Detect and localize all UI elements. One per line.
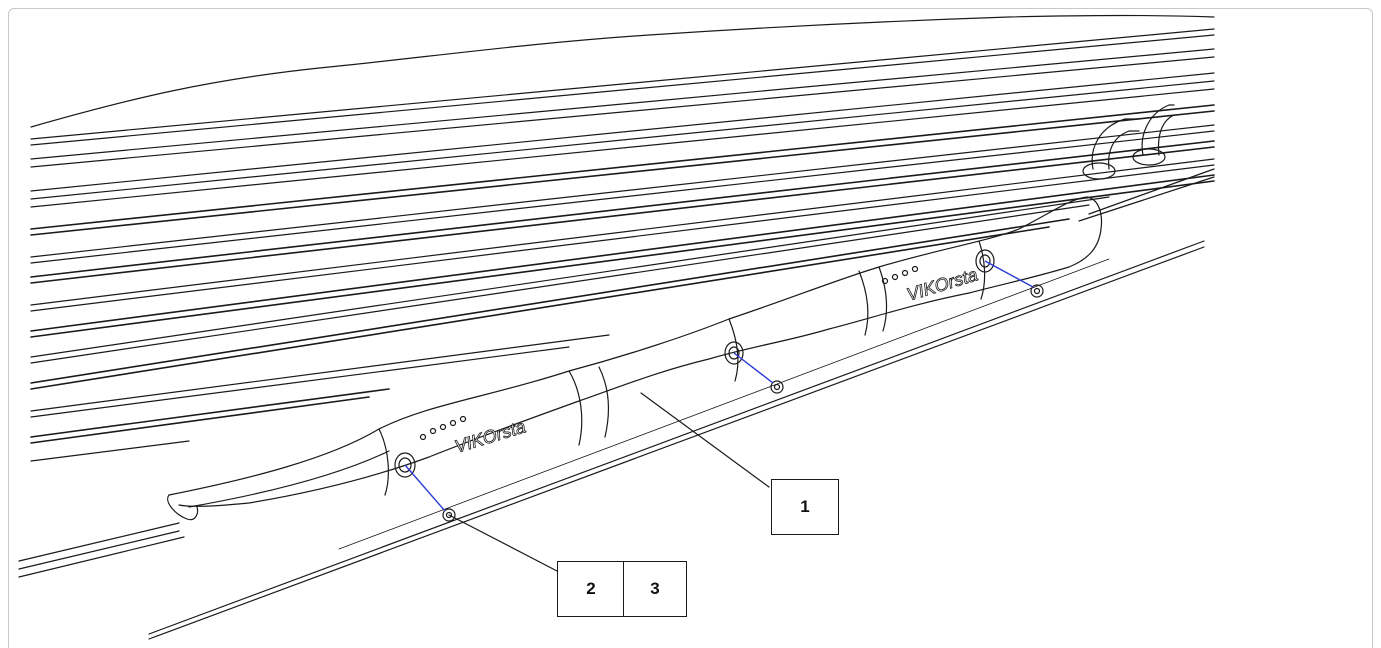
- slat-line: [30, 56, 1215, 168]
- callout-part-1: 1: [771, 479, 839, 535]
- dot: [891, 273, 899, 281]
- panel-top-edge: [30, 14, 1215, 128]
- pipe-connector: [1141, 104, 1175, 156]
- dot: [901, 269, 909, 277]
- slat-line: [30, 110, 1215, 236]
- slat-line: [30, 346, 570, 418]
- pipe-connector: [1108, 130, 1140, 170]
- slat-line: [30, 204, 1090, 364]
- pipe-flange: [1132, 148, 1166, 166]
- dot: [881, 277, 889, 285]
- handle-ridge: [188, 450, 390, 508]
- rail-line: [18, 522, 180, 562]
- diagram-frame: VIKOrsta VIKOrsta 1 2 3: [8, 8, 1373, 648]
- slat-line: [30, 80, 1215, 200]
- mounting-hole: [728, 346, 740, 360]
- handle-segment: [568, 370, 583, 446]
- screw-axis-line: [984, 260, 1034, 288]
- slat-line: [30, 130, 1215, 264]
- handle-end: [167, 494, 199, 521]
- handle-segment: [878, 266, 888, 332]
- handle-segment: [378, 428, 389, 496]
- handle-segment: [858, 270, 869, 336]
- slat-line: [30, 226, 1050, 390]
- slat-line: [30, 164, 1215, 312]
- slat-line: [30, 174, 1215, 332]
- dot: [419, 433, 427, 441]
- rail-line: [338, 258, 1110, 550]
- screw: [770, 380, 784, 394]
- pipe-connector: [1157, 114, 1175, 156]
- rail-line: [148, 240, 1205, 635]
- slat-line: [30, 180, 1215, 338]
- dot: [439, 423, 447, 431]
- rail-line: [18, 530, 180, 570]
- slat-line: [30, 440, 190, 462]
- slat-line: [30, 196, 1110, 358]
- rail-line: [1078, 176, 1215, 222]
- slat-line: [30, 146, 1215, 284]
- callout-part-3: 3: [623, 561, 687, 617]
- slat-line: [30, 124, 1215, 258]
- mounting-hole: [979, 254, 991, 268]
- mounting-hole: [394, 452, 416, 478]
- assembly-drawing: VIKOrsta VIKOrsta: [18, 14, 1215, 640]
- leader-line-1: [640, 392, 770, 488]
- slat-line: [30, 48, 1215, 160]
- dot: [911, 265, 919, 273]
- slat-line: [30, 140, 1215, 278]
- slat-line: [30, 396, 370, 444]
- mounting-hole: [975, 249, 995, 273]
- slat-line: [30, 104, 1215, 230]
- slat-line: [30, 388, 390, 438]
- slat-line: [30, 28, 1215, 140]
- leader-line-2-3: [448, 514, 558, 572]
- screw: [442, 508, 456, 522]
- slat-line: [30, 158, 1215, 306]
- handle-body: [168, 196, 1103, 507]
- slat-line: [30, 334, 610, 412]
- slat-line: [30, 218, 1070, 384]
- dot: [429, 427, 437, 435]
- mounting-hole: [398, 457, 412, 473]
- callout-part-2: 2: [557, 561, 625, 617]
- dot: [459, 415, 467, 423]
- mounting-hole: [724, 341, 744, 365]
- brand-marking: VIKOrsta: [452, 416, 528, 456]
- handle-segment: [598, 366, 609, 438]
- pipe-connector: [1091, 118, 1140, 170]
- rail-line: [1088, 168, 1215, 215]
- screw: [1030, 284, 1044, 298]
- slat-line: [30, 88, 1215, 208]
- slat-line: [30, 72, 1215, 192]
- handle-segment: [728, 318, 739, 382]
- screw-axis-line: [733, 352, 774, 384]
- pipe-flange: [1082, 162, 1116, 180]
- rail-line: [148, 246, 1205, 640]
- slat-line: [30, 34, 1215, 146]
- screw-axis-line: [404, 464, 446, 512]
- handle-segment: [978, 240, 986, 300]
- dot: [449, 419, 457, 427]
- rail-line: [18, 536, 185, 578]
